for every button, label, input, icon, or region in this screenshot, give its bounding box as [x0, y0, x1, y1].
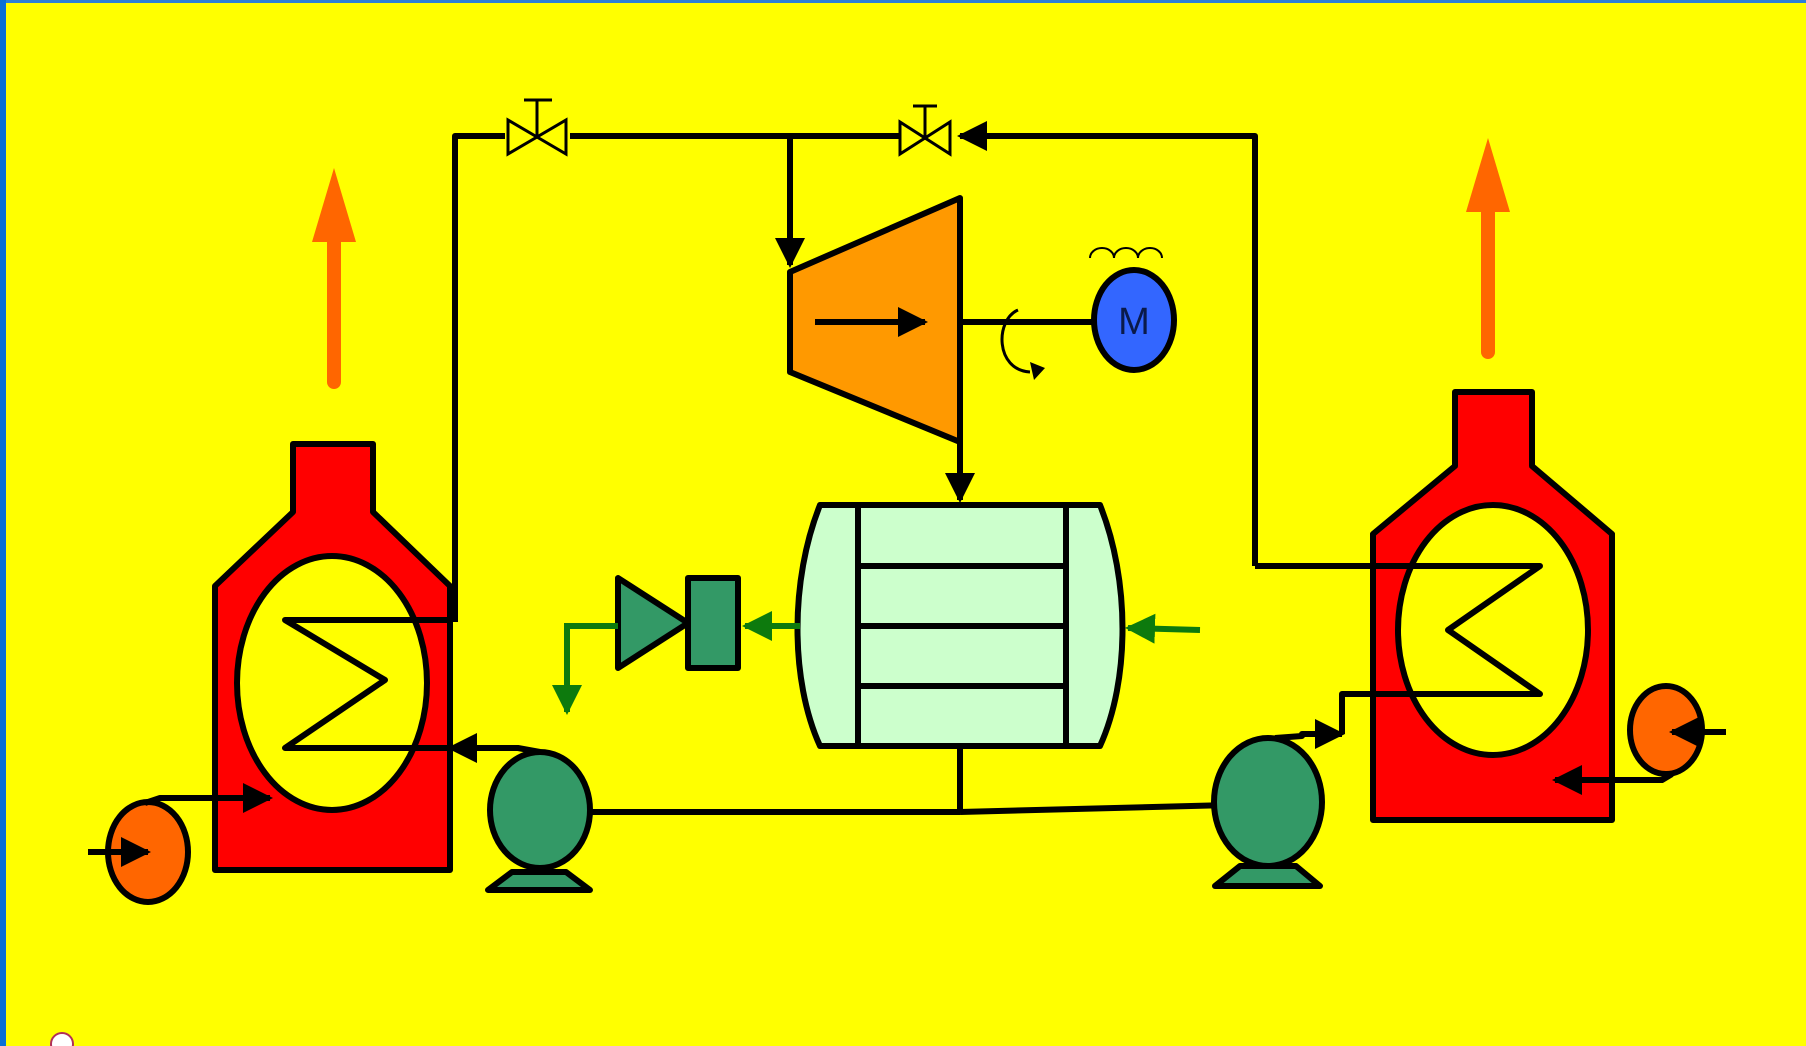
turbine[interactable]: [787, 195, 963, 445]
ejector-drain-line: [552, 623, 618, 715]
heat-coil-icon: [1255, 563, 1543, 734]
rotation-arrow-icon: [1000, 308, 1045, 380]
condenser[interactable]: [794, 502, 1126, 749]
pump-left[interactable]: [447, 733, 593, 893]
motor-label: M: [1118, 301, 1150, 343]
fan-right[interactable]: [1552, 683, 1726, 795]
steam-header-line: [452, 121, 1258, 622]
furnace-left[interactable]: [212, 441, 453, 873]
pump-icon: [1211, 735, 1325, 869]
exhaust-arrow-left: [312, 168, 356, 389]
valve-icon: [898, 104, 952, 157]
furnace-right[interactable]: [1255, 389, 1615, 823]
fan-left[interactable]: [88, 783, 273, 905]
pump-icon: [487, 749, 593, 871]
pump-right[interactable]: [1211, 719, 1345, 889]
valve-left[interactable]: [506, 98, 568, 157]
condensate-return-line: [545, 746, 1271, 827]
ejector-icon: [685, 575, 741, 671]
gear-icon[interactable]: [50, 1032, 74, 1046]
motor-icon: [1091, 267, 1177, 373]
window-top-border: [0, 0, 1806, 3]
motor[interactable]: M: [1089, 247, 1177, 373]
cooling-water-inlet: [1125, 613, 1201, 644]
valve-right[interactable]: [898, 104, 952, 157]
exhaust-arrow-right: [1466, 138, 1510, 359]
ejector[interactable]: [615, 575, 741, 671]
heat-coil-icon: [282, 617, 450, 751]
valve-icon: [506, 98, 568, 157]
window-left-border: [0, 0, 6, 1046]
